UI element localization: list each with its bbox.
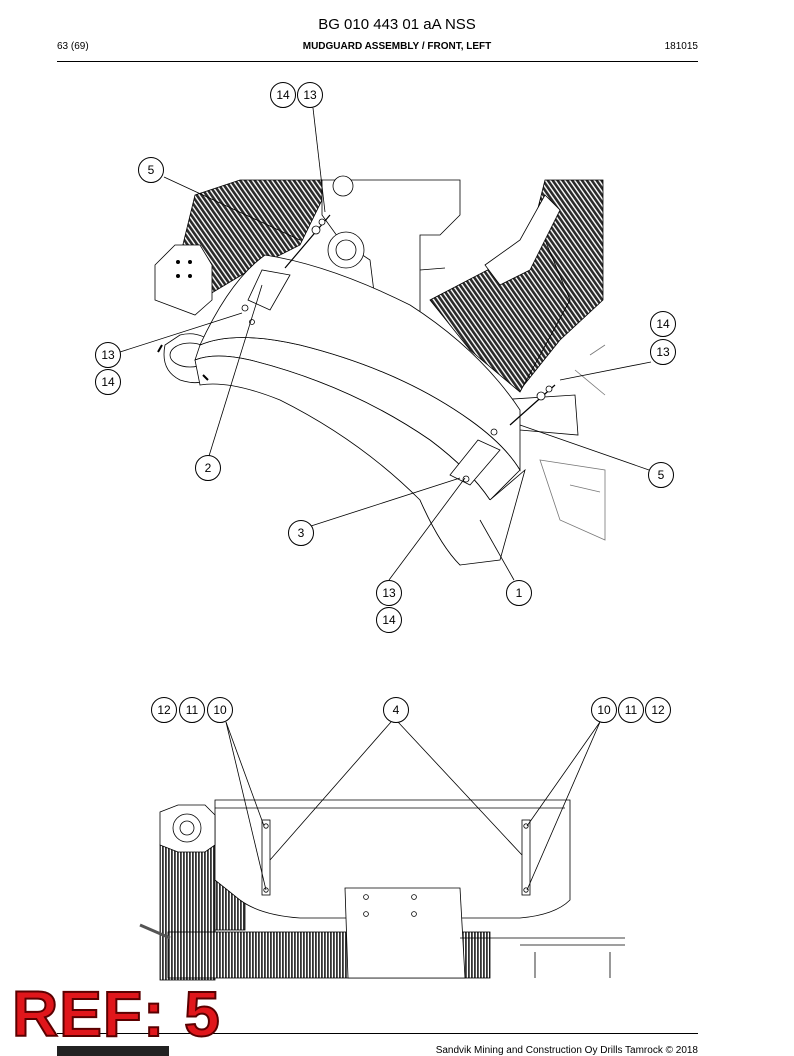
callout-5-right: 5 <box>648 462 674 488</box>
callout-13-left: 13 <box>95 342 121 368</box>
leader-lines-upper <box>119 107 652 581</box>
callout-4: 4 <box>383 697 409 723</box>
callout-10-left: 10 <box>207 697 233 723</box>
callout-12-left: 12 <box>151 697 177 723</box>
callout-13-bottom: 13 <box>376 580 402 606</box>
header-rule <box>57 61 698 62</box>
callout-14-right: 14 <box>650 311 676 337</box>
date-code: 181015 <box>664 41 698 52</box>
svg-text:14: 14 <box>101 375 115 389</box>
svg-text:5: 5 <box>148 163 155 177</box>
callout-11-right: 11 <box>618 697 644 723</box>
footer-rule <box>57 1033 698 1034</box>
svg-text:3: 3 <box>298 526 305 540</box>
svg-text:10: 10 <box>597 703 611 717</box>
callout-13-top: 13 <box>297 82 323 108</box>
callout-10-right: 10 <box>591 697 617 723</box>
svg-text:12: 12 <box>157 703 171 717</box>
svg-text:11: 11 <box>186 703 199 717</box>
upper-assembly-view <box>154 175 606 566</box>
lower-assembly-view <box>139 799 625 981</box>
svg-text:13: 13 <box>656 345 670 359</box>
svg-text:13: 13 <box>382 586 396 600</box>
svg-text:1: 1 <box>516 586 523 600</box>
callout-5-left: 5 <box>138 157 164 183</box>
svg-text:13: 13 <box>303 88 317 102</box>
svg-text:2: 2 <box>205 461 212 475</box>
svg-text:13: 13 <box>101 348 115 362</box>
brand-logo <box>57 1046 169 1056</box>
document-title: BG 010 443 01 aA NSS <box>318 16 476 33</box>
callout-12-right: 12 <box>645 697 671 723</box>
svg-text:14: 14 <box>276 88 290 102</box>
page-number: 63 (69) <box>57 41 89 52</box>
callout-2: 2 <box>195 455 221 481</box>
callout-14-top: 14 <box>270 82 296 108</box>
section-title: MUDGUARD ASSEMBLY / FRONT, LEFT <box>302 41 492 52</box>
reference-stamp: REF: 5 <box>11 978 221 1050</box>
footer-copyright: Sandvik Mining and Construction Oy Drill… <box>435 1045 698 1056</box>
svg-text:5: 5 <box>658 468 665 482</box>
svg-text:14: 14 <box>382 613 396 627</box>
svg-text:11: 11 <box>625 703 638 717</box>
callout-13-right: 13 <box>650 339 676 365</box>
callout-14-left: 14 <box>95 369 121 395</box>
callout-1: 1 <box>506 580 532 606</box>
svg-text:12: 12 <box>651 703 665 717</box>
callout-14-bottom: 14 <box>376 607 402 633</box>
svg-text:10: 10 <box>213 703 227 717</box>
svg-text:4: 4 <box>393 703 400 717</box>
callout-3: 3 <box>288 520 314 546</box>
leader-lines-lower <box>225 721 601 891</box>
svg-text:14: 14 <box>656 317 670 331</box>
callout-11-left: 11 <box>179 697 205 723</box>
